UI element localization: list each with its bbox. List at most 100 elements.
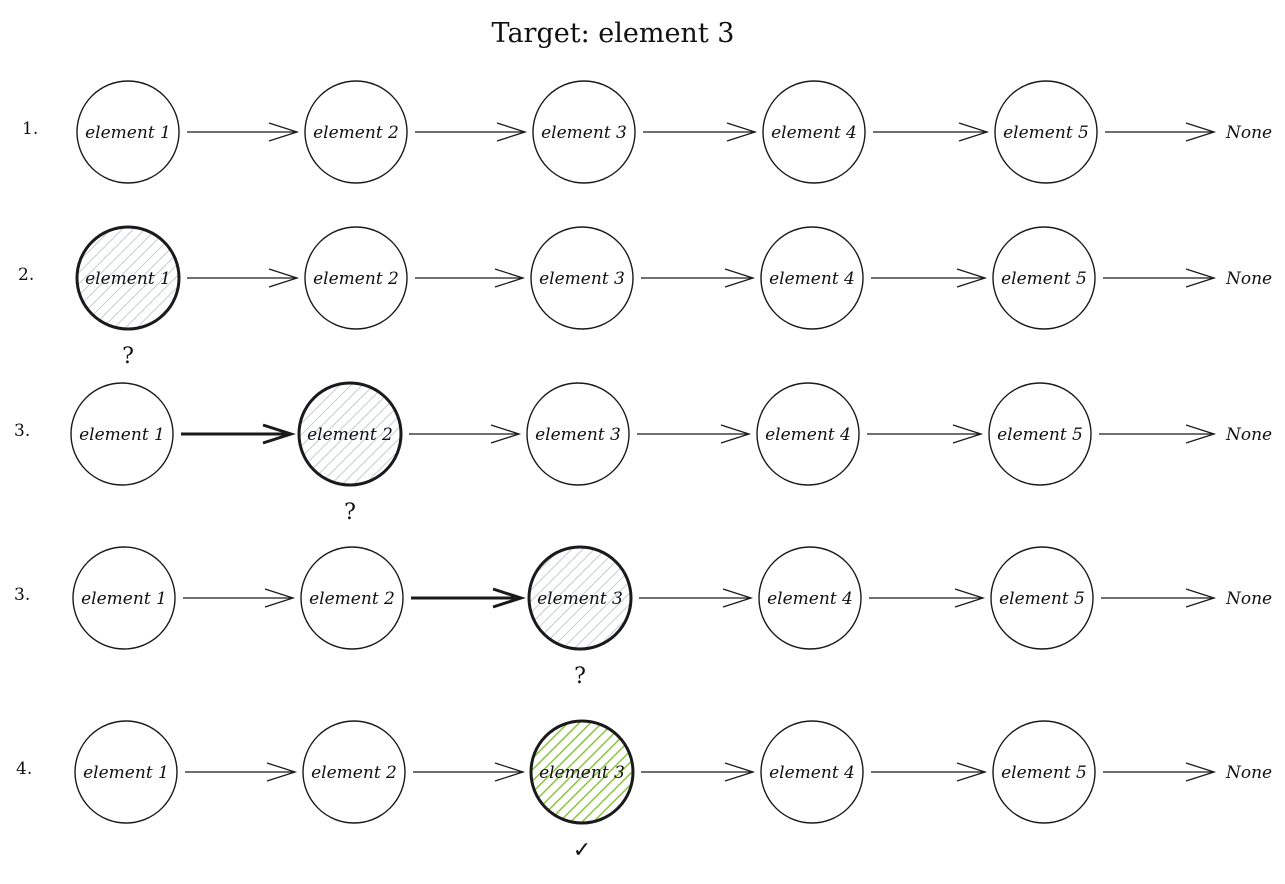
node-label: element 3 xyxy=(537,589,623,609)
node-circle xyxy=(760,720,864,824)
node-label: element 3 xyxy=(535,425,621,445)
node-label: element 3 xyxy=(541,123,627,143)
none-terminal: None xyxy=(1225,763,1272,783)
node-circle xyxy=(988,382,1092,486)
node-label: element 2 xyxy=(313,123,399,143)
pointer-arrow-head xyxy=(1185,268,1217,288)
node-circle xyxy=(990,546,1094,650)
node-label: element 1 xyxy=(85,269,171,289)
pointer-arrow-head xyxy=(262,423,296,445)
none-terminal: None xyxy=(1225,123,1272,143)
node-circle xyxy=(526,382,630,486)
none-terminal: None xyxy=(1225,589,1272,609)
node-circle xyxy=(74,720,178,824)
node-label: element 1 xyxy=(83,763,169,783)
pointer-arrow-head xyxy=(954,588,986,608)
node-label: element 4 xyxy=(769,269,855,289)
pointer-arrow xyxy=(187,268,300,288)
node-circle xyxy=(302,720,406,824)
pointer-arrow-head xyxy=(268,122,300,142)
pointer-arrow xyxy=(185,762,298,782)
node-label: element 1 xyxy=(85,123,171,143)
pointer-arrow xyxy=(871,762,988,782)
pointer-arrow-head xyxy=(490,424,522,444)
row-5: 4. element 1 element 2 element 3 element 4 el… xyxy=(16,719,1272,863)
node-circle xyxy=(532,80,636,184)
node-circle xyxy=(300,546,404,650)
node-circle xyxy=(762,80,866,184)
pointer-arrow xyxy=(641,268,756,288)
node-label: element 2 xyxy=(311,763,397,783)
pointer-arrow xyxy=(867,424,984,444)
pointer-arrow xyxy=(1103,762,1217,782)
node-label: element 2 xyxy=(307,425,393,445)
pointer-arrow-head xyxy=(1185,122,1217,142)
pointer-arrow-head xyxy=(264,588,296,608)
pointer-arrow-head xyxy=(494,762,526,782)
row-label: 1. xyxy=(22,119,38,139)
row-label: 4. xyxy=(16,759,32,779)
pointer-arrow xyxy=(415,268,526,288)
question-mark: ? xyxy=(122,344,134,369)
row-4: 3. element 1 element 2 element 3 element 4 el… xyxy=(14,545,1272,689)
pointer-arrow-head xyxy=(720,424,752,444)
pointer-arrow-head xyxy=(1185,762,1217,782)
row-label: 3. xyxy=(14,585,30,605)
pointer-arrow xyxy=(637,424,752,444)
node-label: element 5 xyxy=(999,589,1085,609)
pointer-arrow xyxy=(409,424,522,444)
row-label: 2. xyxy=(18,265,34,285)
pointer-arrow-head xyxy=(1185,588,1217,608)
node-circle xyxy=(70,382,174,486)
node-circle xyxy=(75,225,181,331)
node-label: element 1 xyxy=(79,425,165,445)
node-circle xyxy=(756,382,860,486)
node-label: element 4 xyxy=(765,425,851,445)
node-circle xyxy=(297,381,403,487)
pointer-arrow-head xyxy=(956,268,988,288)
node-circle xyxy=(530,226,634,330)
pointer-arrow-head xyxy=(952,424,984,444)
node-label: element 2 xyxy=(309,589,395,609)
pointer-arrow xyxy=(181,423,296,445)
pointer-arrow xyxy=(413,762,526,782)
rows-group: 1. element 1 element 2 element 3 element 4 el… xyxy=(14,80,1272,863)
pointer-arrow xyxy=(869,588,986,608)
node-circle xyxy=(304,80,408,184)
node-label: element 2 xyxy=(313,269,399,289)
pointer-arrow xyxy=(873,122,990,142)
node-circle xyxy=(994,80,1098,184)
pointer-arrow xyxy=(643,122,758,142)
row-label: 3. xyxy=(14,421,30,441)
node-label: element 4 xyxy=(767,589,853,609)
pointer-arrow xyxy=(639,588,754,608)
node-label: element 5 xyxy=(1001,763,1087,783)
node-label: element 3 xyxy=(539,269,625,289)
pointer-arrow-head xyxy=(1185,424,1217,444)
node-label: element 5 xyxy=(1001,269,1087,289)
node-circle xyxy=(529,719,635,825)
pointer-arrow-head xyxy=(724,268,756,288)
pointer-arrow xyxy=(1105,122,1217,142)
pointer-arrow xyxy=(1101,588,1217,608)
pointer-arrow-head xyxy=(726,122,758,142)
node-label: element 4 xyxy=(769,763,855,783)
question-mark: ? xyxy=(344,500,356,525)
node-circle xyxy=(992,720,1096,824)
pointer-arrow-head xyxy=(724,762,756,782)
node-label: element 1 xyxy=(81,589,167,609)
pointer-arrow xyxy=(641,762,756,782)
node-label: element 4 xyxy=(771,123,857,143)
node-circle xyxy=(992,226,1096,330)
none-terminal: None xyxy=(1225,269,1272,289)
node-circle xyxy=(760,226,864,330)
node-circle xyxy=(758,546,862,650)
diagram-title: Target: element 3 xyxy=(492,18,735,49)
pointer-arrow-head xyxy=(958,122,990,142)
pointer-arrow-head xyxy=(956,762,988,782)
question-mark: ? xyxy=(574,664,586,689)
node-label: element 3 xyxy=(539,763,625,783)
